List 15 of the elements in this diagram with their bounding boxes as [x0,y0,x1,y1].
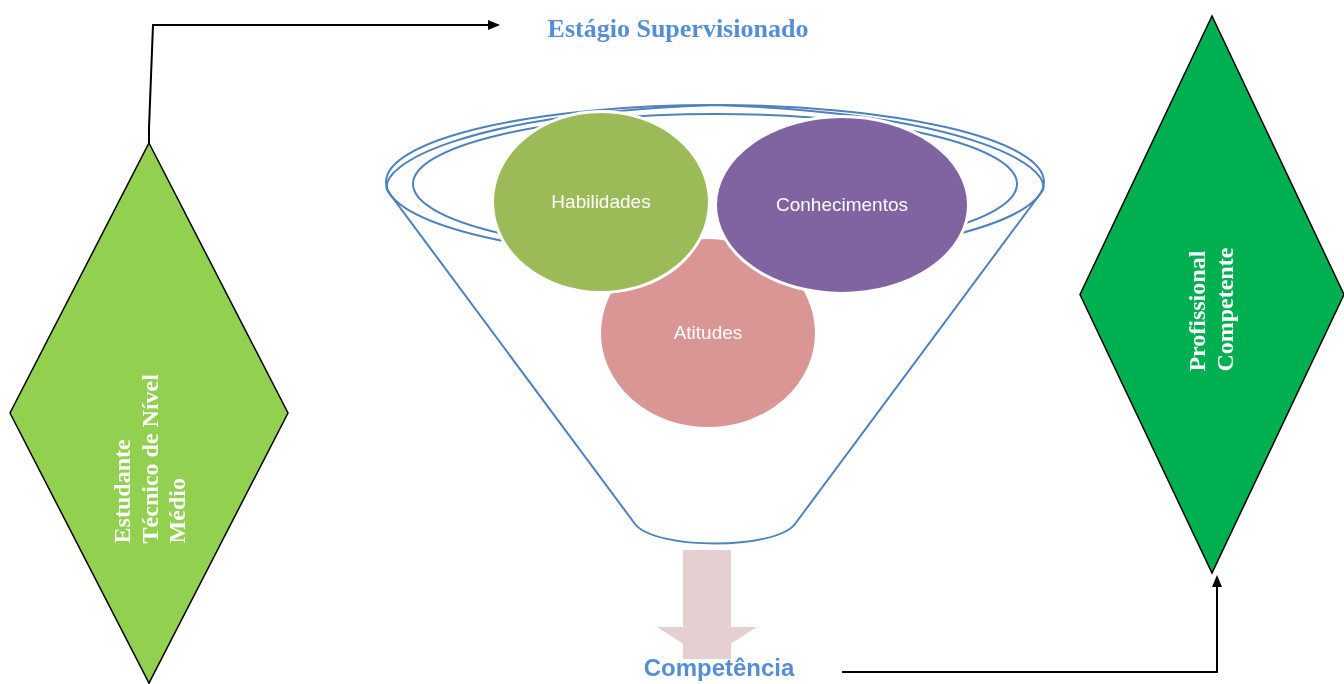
block-arrow [657,550,757,659]
ellipse-node [714,115,970,295]
result-label: Competência [622,654,816,684]
diamond-label: Estudante Técnico de Nível Médio [108,372,191,543]
decision-diamond [10,143,288,683]
ellipse-label: Atitudes [673,322,743,344]
ellipse-node [491,110,711,294]
ellipse-label: Habilidades [551,191,651,213]
stage-title: Estágio Supervisionado [505,14,851,48]
ellipse-node [598,236,818,430]
decision-diamond [1080,16,1344,573]
connector-arrow [148,20,500,144]
connector-arrow [841,575,1222,673]
ellipse-label: Conhecimentos [776,194,908,216]
diamond-label: Profissional Competente [1184,246,1239,372]
